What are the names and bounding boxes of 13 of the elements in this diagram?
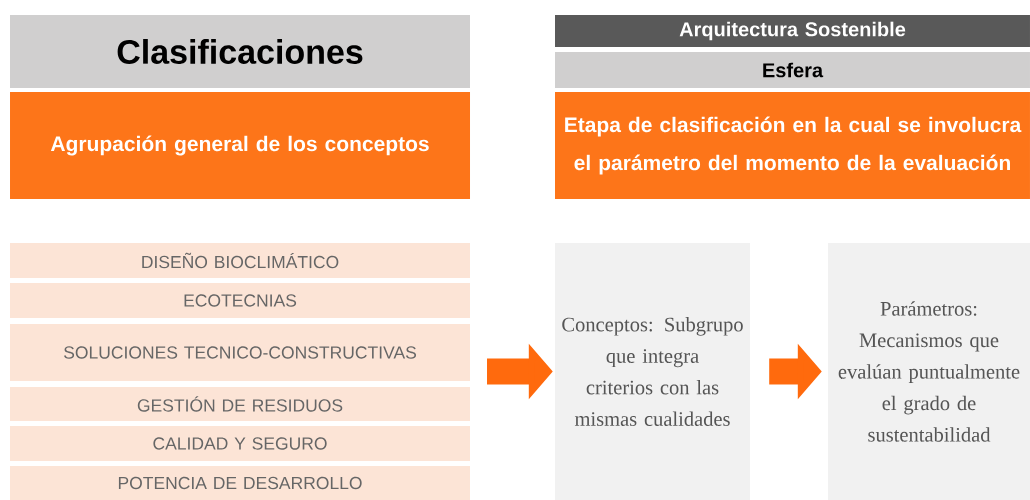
list-item-box: SOLUCIONES TECNICO-CONSTRUCTIVAS — [10, 324, 470, 381]
heading-box: Esfera — [555, 52, 1030, 88]
list-item-box: POTENCIA DE DESARROLLO — [10, 466, 470, 500]
concept-box: Conceptos: Subgrupo que integra criterios con las mismas cualidades — [555, 243, 750, 500]
list-item-box: CALIDAD Y SEGURO — [10, 426, 470, 461]
list-item-box: ECOTECNIAS — [10, 283, 470, 318]
concept-box: Parámetros: Mecanismos que evalúan puntualmente el grado de sustentabilidad — [828, 243, 1030, 500]
list-item-box: DISEÑO BIOCLIMÁTICO — [10, 243, 470, 278]
list-item-box: GESTIÓN DE RESIDUOS — [10, 387, 470, 421]
description-box: Etapa de clasificación en la cual se involucra el parámetro del momento de la evaluación — [555, 92, 1030, 199]
heading-box: Clasificaciones — [10, 15, 470, 88]
description-box: Agrupación general de los conceptos — [10, 92, 470, 199]
heading-box: Arquitectura Sostenible — [555, 15, 1030, 47]
